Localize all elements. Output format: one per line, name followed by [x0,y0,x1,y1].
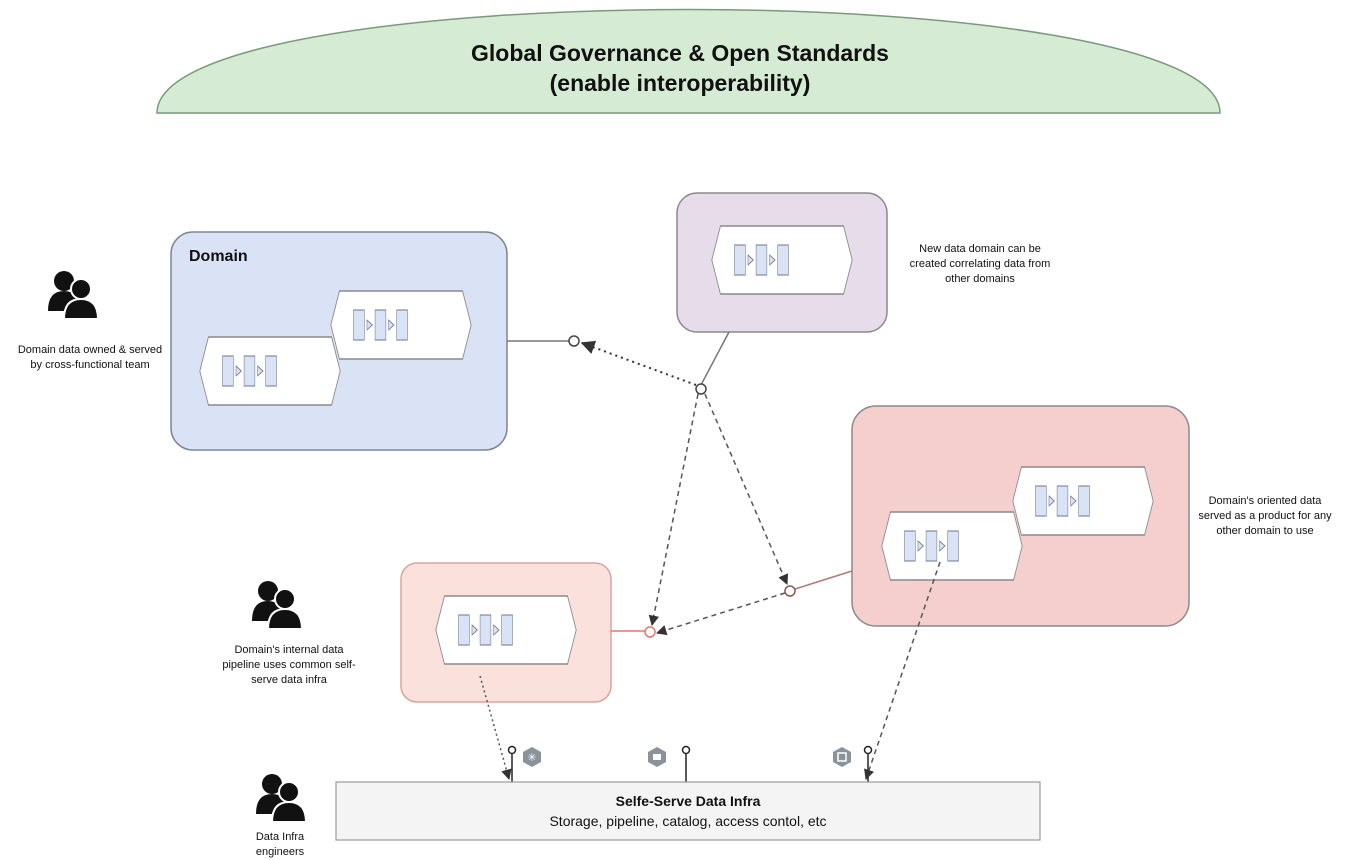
domain-pipeline-lower [199,336,341,406]
domain-pipeline-upper [330,290,472,360]
governance-title: Global Governance & Open Standards (enab… [380,38,980,98]
svg-text:✳: ✳ [527,751,536,764]
note-line: New data domain can be [919,243,1041,255]
note-line: other domain to use [1216,525,1314,537]
product-pipeline-lower [881,511,1023,581]
note-line: engineers [255,846,305,858]
note-line: Data Infra [255,831,305,843]
team-icon [47,270,99,320]
domain-title: Domain [189,248,248,265]
governance-title-line2: (enable interoperability) [549,70,811,96]
note-line: created correlating data from [909,258,1051,270]
catalog-icon [833,747,851,767]
database-icon [648,747,666,767]
pipeline-domain-pipeline [435,595,577,665]
team-icon [255,773,307,823]
note-product: Domain's oriented data served as a produ… [1185,494,1345,539]
product-pipeline-upper [1012,466,1154,536]
new-domain-pipeline [711,225,853,295]
note-line: Domain's oriented data [1208,495,1322,507]
note-domain-team: Domain data owned & served by cross-func… [0,343,180,373]
note-new-domain: New data domain can be created correlati… [900,242,1060,287]
note-infra-engineers: Data Infra engineers [240,830,320,860]
infra-box [335,781,1041,841]
team-icon [251,580,303,630]
note-line: Domain data owned & served [17,344,163,356]
note-line: serve data infra [251,674,327,686]
note-pipeline: Domain's internal data pipeline uses com… [214,643,364,688]
note-line: Domain's internal data [234,644,344,656]
snowflake-icon: ✳ [523,747,541,767]
note-line: other domains [945,273,1015,285]
infra-title: Selfe-Serve Data Infra [615,793,761,809]
note-line: pipeline uses common self- [222,659,356,671]
governance-dome [156,8,1221,114]
infra-subtitle: Storage, pipeline, catalog, access conto… [549,813,827,829]
note-line: by cross-functional team [30,359,150,371]
governance-title-line1: Global Governance & Open Standards [471,40,889,66]
note-line: served as a product for any [1198,510,1332,522]
